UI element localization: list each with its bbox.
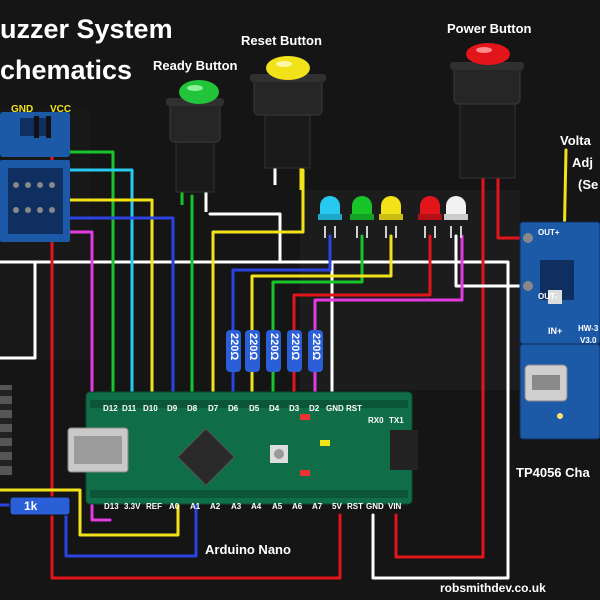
pin-d12: D12 xyxy=(103,404,118,413)
ready-button-label: Ready Button xyxy=(153,58,238,73)
power-button-label: Power Button xyxy=(447,21,532,36)
resistor-row xyxy=(226,330,323,372)
tp4056-charger xyxy=(519,221,600,440)
resistor-220-2: 220Ω xyxy=(247,333,259,361)
sound-module xyxy=(0,112,70,242)
resistor-220-1: 220Ω xyxy=(228,333,240,361)
pin-rx0: RX0 xyxy=(368,416,384,425)
resistor-220-5: 220Ω xyxy=(310,333,322,361)
pin-d4: D4 xyxy=(269,404,280,413)
pin-d10: D10 xyxy=(143,404,158,413)
wire-white-left xyxy=(0,260,37,360)
pin-a3: A3 xyxy=(231,502,242,511)
wire-white-reset-gnd xyxy=(208,212,282,264)
charger-in-plus: IN+ xyxy=(548,326,563,336)
wire-yellow-reset xyxy=(211,168,305,407)
pin-rst-top: RST xyxy=(346,404,362,413)
wire-red-power-out xyxy=(394,176,485,559)
pin-d5: D5 xyxy=(249,404,260,413)
website-label: robsmithdev.co.uk xyxy=(440,581,546,595)
voltage-label-line1: Volta xyxy=(560,133,591,148)
pin-a6: A6 xyxy=(292,502,303,511)
pin-d8: D8 xyxy=(187,404,198,413)
resistor-1k-label: 1k xyxy=(24,499,38,513)
wire-white-led xyxy=(454,234,530,288)
pin-a0: A0 xyxy=(169,502,180,511)
resistor-220-3: 220Ω xyxy=(268,333,280,361)
wire-red-d3 xyxy=(292,234,432,332)
charger-label: TP4056 Cha xyxy=(516,465,590,480)
arduino-nano xyxy=(67,391,418,505)
resistor-220-4: 220Ω xyxy=(289,333,301,361)
charger-model: HW-3 xyxy=(578,324,599,333)
power-button xyxy=(450,43,524,185)
page-title-line2: chematics xyxy=(0,55,133,85)
wire-white-main xyxy=(0,260,510,580)
led-yellow xyxy=(379,196,403,238)
wire-yellow-led xyxy=(250,234,393,332)
pin-3v3: 3.3V xyxy=(124,502,141,511)
pin-d2: D2 xyxy=(309,404,320,413)
wire-blue-led xyxy=(231,234,332,332)
pin-gnd-top: GND xyxy=(326,404,344,413)
pin-a2: A2 xyxy=(210,502,221,511)
wire-red-vcc xyxy=(50,118,342,580)
pin-vin: VIN xyxy=(388,502,402,511)
pin-d11: D11 xyxy=(122,404,137,413)
wire-red-power-in xyxy=(496,176,530,240)
reset-button-label: Reset Button xyxy=(241,33,322,48)
reset-button xyxy=(250,56,326,190)
charger-out-plus: OUT+ xyxy=(538,228,560,237)
led-blue xyxy=(318,196,342,238)
led-red xyxy=(418,196,442,238)
pin-a5: A5 xyxy=(272,502,283,511)
resistor-1k xyxy=(9,496,71,516)
vcc-label: VCC xyxy=(50,104,72,115)
pin-d6: D6 xyxy=(228,404,239,413)
led-green xyxy=(350,196,374,238)
charger-out-minus: OUT- xyxy=(538,292,558,301)
pin-gnd-bottom: GND xyxy=(366,502,384,511)
gnd-label: GND xyxy=(11,104,34,115)
pin-d3: D3 xyxy=(289,404,300,413)
voltage-label-line3: (Se xyxy=(578,177,599,192)
pin-d9: D9 xyxy=(167,404,178,413)
pin-a7: A7 xyxy=(312,502,323,511)
pin-a1: A1 xyxy=(190,502,201,511)
arduino-label: Arduino Nano xyxy=(205,542,291,557)
pin-tx1: TX1 xyxy=(389,416,404,425)
led-white xyxy=(444,196,468,238)
page-title-line1: uzzer System xyxy=(0,14,173,44)
pin-a4: A4 xyxy=(251,502,262,511)
wire-magenta-led xyxy=(313,234,464,332)
pin-5v: 5V xyxy=(332,502,342,511)
wire-yellow-bottom xyxy=(0,488,180,537)
charger-version: V3.0 xyxy=(580,336,597,345)
pin-d13: D13 xyxy=(104,502,119,511)
pin-rst-bottom: RST xyxy=(347,502,363,511)
left-connector xyxy=(0,385,12,475)
voltage-label-line2: Adj xyxy=(572,155,593,170)
pin-ref: REF xyxy=(146,502,162,511)
wire-green-led xyxy=(271,234,364,332)
pin-d7: D7 xyxy=(208,404,219,413)
ready-button xyxy=(166,80,224,212)
